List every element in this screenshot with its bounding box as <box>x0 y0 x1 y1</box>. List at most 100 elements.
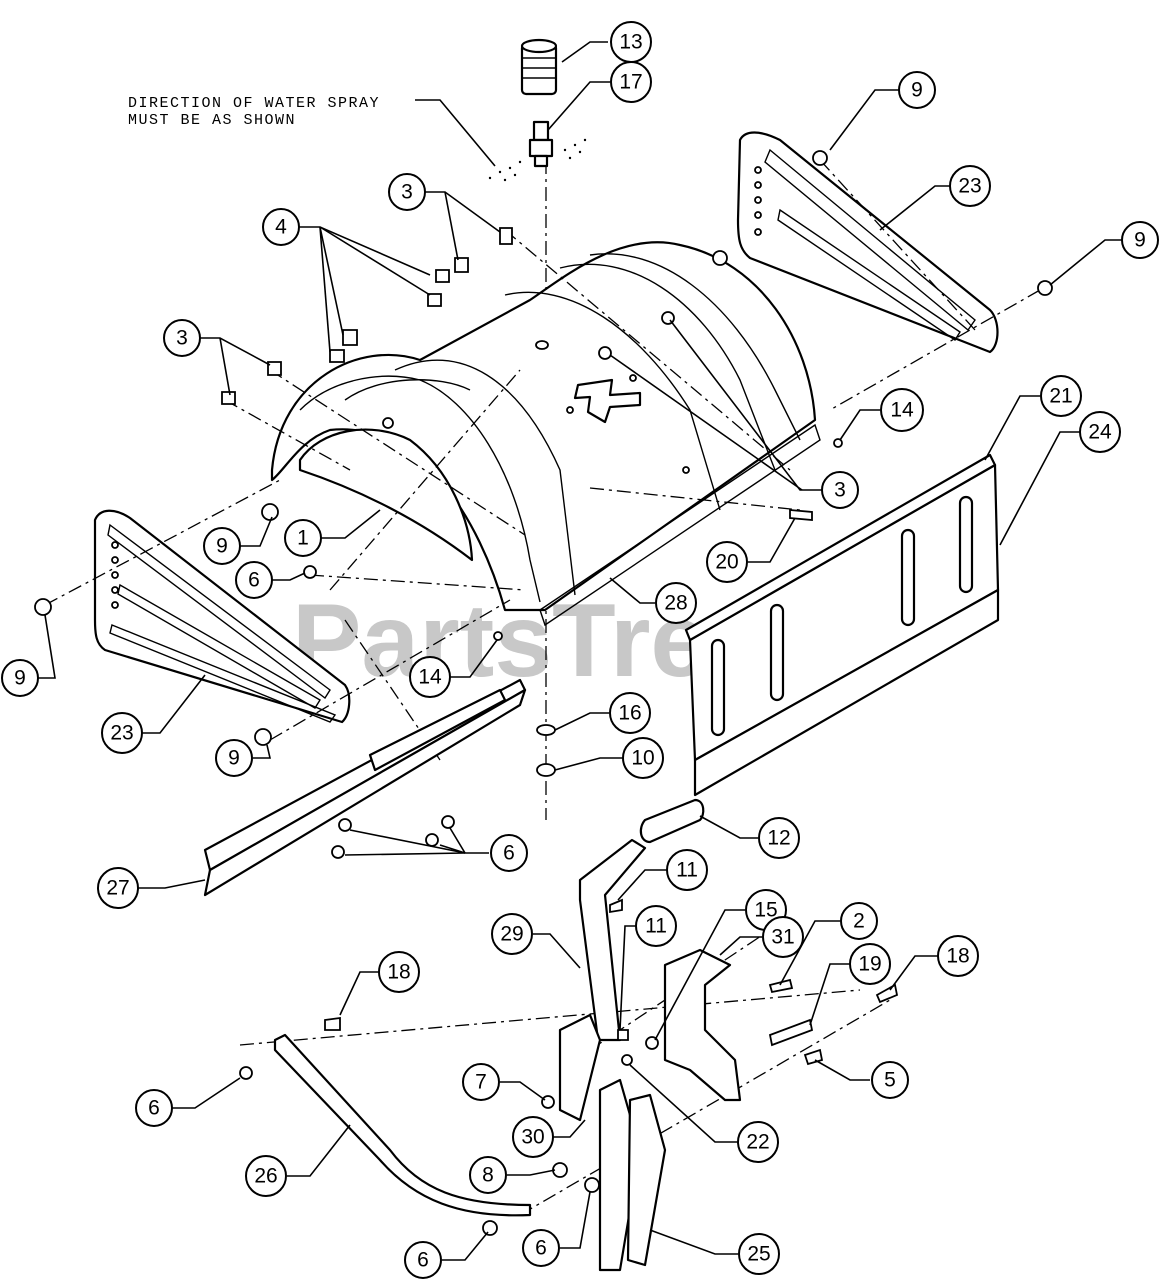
callout-18: 18 <box>378 951 420 993</box>
callout-14: 14 <box>880 388 924 432</box>
side-bracket-23-right <box>736 131 999 354</box>
svg-text:1: 1 <box>297 527 309 550</box>
assembly-lines <box>44 159 1041 1216</box>
rod-26 <box>273 1033 532 1217</box>
callout-24: 24 <box>1079 411 1121 453</box>
callout-16: 16 <box>609 692 651 734</box>
spray-note-line-2: MUST BE AS SHOWN <box>128 112 296 129</box>
svg-text:19: 19 <box>858 953 881 976</box>
callout-29: 29 <box>491 913 533 955</box>
svg-text:14: 14 <box>418 666 442 689</box>
svg-text:18: 18 <box>946 945 969 968</box>
svg-text:9: 9 <box>14 667 26 690</box>
svg-text:21: 21 <box>1049 385 1072 408</box>
callout-6: 6 <box>490 834 528 872</box>
svg-text:2: 2 <box>853 910 865 933</box>
svg-text:6: 6 <box>148 1097 160 1120</box>
svg-text:15: 15 <box>754 899 777 922</box>
callout-6: 6 <box>235 561 273 599</box>
svg-text:8: 8 <box>482 1164 494 1187</box>
svg-text:6: 6 <box>503 842 515 865</box>
chute-housing-1 <box>270 241 821 627</box>
svg-text:28: 28 <box>664 592 687 615</box>
callout-leaders <box>38 41 1123 1261</box>
svg-text:3: 3 <box>401 181 413 204</box>
nozzle-13 <box>520 38 558 96</box>
fitting-17 <box>528 120 554 168</box>
callout-9: 9 <box>1 659 39 697</box>
svg-text:22: 22 <box>746 1131 769 1154</box>
callout-4: 4 <box>262 208 300 246</box>
lever-29 <box>558 838 647 1122</box>
svg-text:24: 24 <box>1088 421 1112 444</box>
svg-text:5: 5 <box>884 1069 896 1092</box>
callout-12: 12 <box>758 817 800 859</box>
callout-6: 6 <box>135 1089 173 1127</box>
callout-21: 21 <box>1040 375 1082 417</box>
svg-text:9: 9 <box>911 79 923 102</box>
callout-3: 3 <box>388 173 426 211</box>
callout-5: 5 <box>871 1061 909 1099</box>
callout-20: 20 <box>706 541 748 583</box>
svg-text:6: 6 <box>248 569 260 592</box>
callout-9: 9 <box>203 527 241 565</box>
callout-25: 25 <box>738 1233 780 1275</box>
callout-14: 14 <box>409 656 451 698</box>
callout-30: 30 <box>512 1116 554 1158</box>
fasteners <box>34 150 1053 777</box>
svg-text:30: 30 <box>521 1126 544 1149</box>
svg-text:27: 27 <box>106 877 129 900</box>
callout-8: 8 <box>469 1156 507 1194</box>
svg-text:23: 23 <box>110 722 133 745</box>
svg-text:11: 11 <box>645 915 667 938</box>
callout-6: 6 <box>404 1241 442 1279</box>
svg-text:9: 9 <box>228 747 240 770</box>
svg-text:3: 3 <box>176 327 188 350</box>
svg-text:3: 3 <box>834 479 846 502</box>
svg-text:26: 26 <box>254 1165 277 1188</box>
callout-26: 26 <box>245 1155 287 1197</box>
svg-text:4: 4 <box>275 216 287 239</box>
callout-11: 11 <box>666 849 708 891</box>
svg-text:16: 16 <box>618 702 641 725</box>
svg-text:31: 31 <box>771 926 794 949</box>
svg-text:13: 13 <box>619 31 642 54</box>
callout-3: 3 <box>821 471 859 509</box>
callout-11: 11 <box>635 905 677 947</box>
callout-22: 22 <box>737 1121 779 1163</box>
svg-text:25: 25 <box>747 1243 770 1266</box>
svg-text:6: 6 <box>417 1249 429 1272</box>
svg-text:7: 7 <box>475 1071 487 1094</box>
callout-23: 23 <box>949 165 991 207</box>
scraper-27 <box>203 678 527 897</box>
callout-17: 17 <box>610 61 652 103</box>
svg-text:20: 20 <box>715 551 738 574</box>
callout-6: 6 <box>522 1229 560 1267</box>
svg-text:12: 12 <box>767 827 790 850</box>
svg-text:6: 6 <box>535 1237 547 1260</box>
callout-27: 27 <box>97 867 139 909</box>
callout-10: 10 <box>622 737 664 779</box>
svg-text:18: 18 <box>387 961 410 984</box>
svg-text:10: 10 <box>631 747 654 770</box>
arms-25 <box>598 1078 667 1272</box>
spray-note-leader <box>415 99 496 167</box>
svg-text:23: 23 <box>958 175 981 198</box>
bracket-31 <box>663 948 742 1102</box>
callout-13: 13 <box>610 21 652 63</box>
svg-text:9: 9 <box>216 535 228 558</box>
callout-3: 3 <box>163 319 201 357</box>
svg-text:29: 29 <box>500 923 523 946</box>
callout-28: 28 <box>655 582 697 624</box>
callout-19: 19 <box>849 943 891 985</box>
svg-text:17: 17 <box>619 71 642 94</box>
water-spray-dots <box>488 138 587 182</box>
callout-2: 2 <box>840 902 878 940</box>
small-hardware <box>239 898 899 1236</box>
callout-23: 23 <box>101 712 143 754</box>
callout-1: 1 <box>284 519 322 557</box>
svg-text:11: 11 <box>676 859 698 882</box>
side-bracket-23-left <box>93 509 351 724</box>
callout-9: 9 <box>215 739 253 777</box>
callout-9: 9 <box>898 71 936 109</box>
